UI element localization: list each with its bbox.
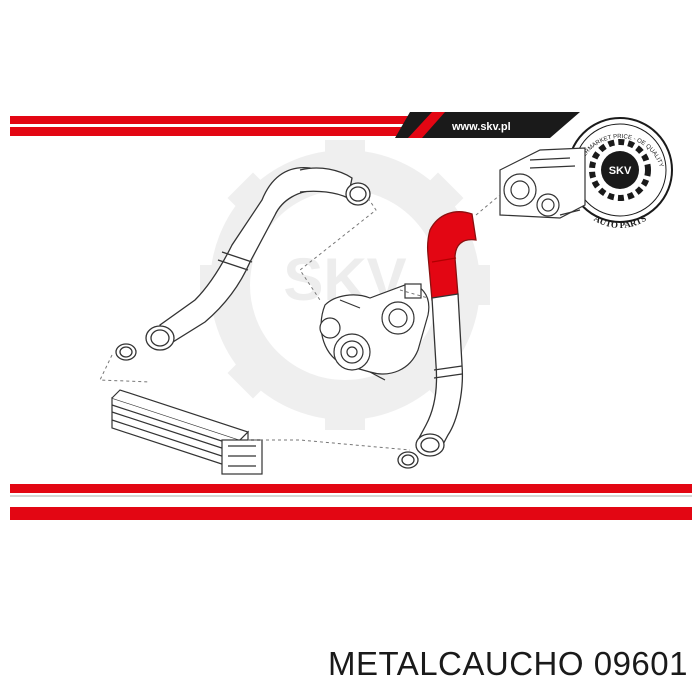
website-text: www.skv.pl	[451, 121, 511, 133]
connector-lines	[99, 194, 501, 451]
bottom-banner	[10, 484, 692, 520]
turbocharger	[319, 283, 430, 381]
parts-diagram: SKV www.skv.pl SKV AFTERMARKET PRICE - O…	[10, 112, 692, 520]
highlighted-hose	[426, 211, 477, 301]
upper-intake-pipe	[115, 166, 371, 361]
skv-seal-icon	[567, 117, 673, 223]
lower-intake-pipe	[397, 293, 464, 469]
engine-block	[499, 147, 586, 219]
intercooler	[111, 389, 263, 475]
top-banner	[10, 112, 580, 138]
seal-center-text: SKV	[609, 165, 632, 177]
part-number-caption: METALCAUCHO 09601	[327, 645, 688, 682]
